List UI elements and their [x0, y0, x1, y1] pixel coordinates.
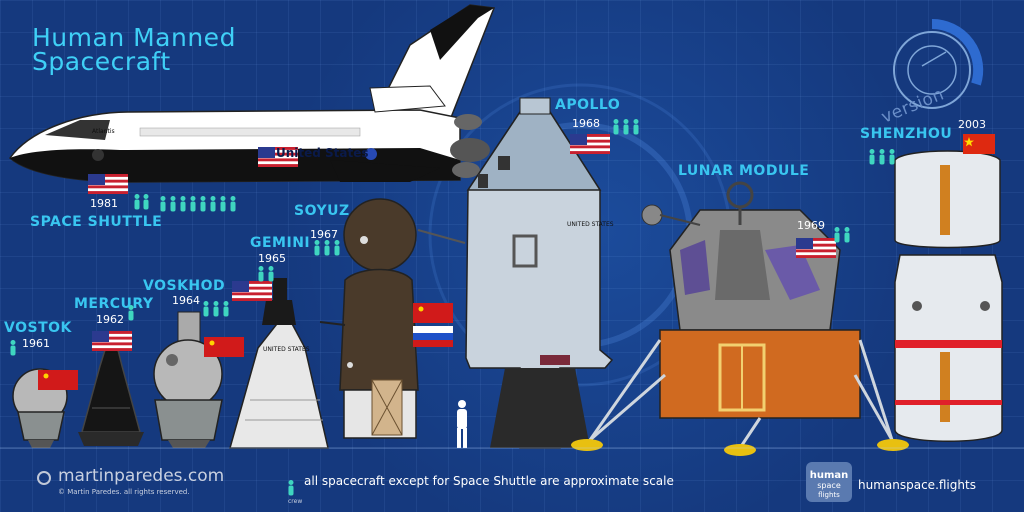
svg-text:human: human: [810, 470, 849, 481]
voskhod-icon: [153, 311, 244, 448]
human-space-flights-logo: human space flights: [806, 462, 852, 502]
soyuz-icon: [319, 198, 466, 439]
gemini-flag-icon: [232, 281, 272, 301]
martinparedes-logo-icon: [37, 471, 51, 485]
voskhod-flag-icon: [204, 337, 244, 357]
mercury-name: MERCURY: [74, 296, 154, 312]
soyuz-year: 1967: [310, 228, 338, 241]
gemini-hull-text: UNITED STATES: [263, 346, 310, 353]
lunar-module-icon: [571, 181, 909, 456]
lunar-year: 1969: [797, 219, 825, 232]
mercury-flag-icon: [92, 331, 132, 351]
soyuz-russia-flag-icon: [413, 326, 453, 347]
apollo-icon: [465, 97, 614, 449]
vostok-icon: [12, 368, 78, 448]
shuttle-name: SPACE SHUTTLE: [30, 214, 163, 230]
version-badge-icon: [893, 18, 984, 109]
gemini-icon: [229, 278, 329, 449]
footer-partner-site: humanspace.flights: [858, 478, 976, 492]
astronaut-scale-icon: [457, 400, 467, 448]
soyuz-ussr-flag-icon: [413, 303, 453, 323]
svg-text:space: space: [817, 481, 841, 490]
shenzhou-icon: [894, 134, 1003, 442]
footer-site: martinparedes.com: [58, 466, 225, 486]
lunar-name: LUNAR MODULE: [678, 163, 810, 179]
apollo-name: APOLLO: [555, 97, 621, 113]
mercury-icon: [78, 331, 144, 446]
space-shuttle-icon: [8, 4, 496, 183]
shenzhou-year: 2003: [958, 118, 986, 131]
lunar-flag-icon: [796, 238, 836, 258]
voskhod-name: VOSKHOD: [143, 278, 226, 294]
title-line-1: Human Manned: [32, 23, 236, 52]
vostok-name: VOSTOK: [4, 320, 72, 336]
gemini-year: 1965: [258, 252, 286, 265]
shuttle-year: 1981: [90, 197, 118, 210]
page-title: Human Manned Spacecraft: [32, 23, 236, 76]
shuttle-flag-icon: [88, 174, 128, 194]
voskhod-year: 1964: [172, 294, 200, 307]
vostok-flag-icon: [38, 370, 78, 390]
footer-scale-note: all spacecraft except for Space Shuttle …: [304, 474, 674, 488]
apollo-year: 1968: [572, 117, 600, 130]
soyuz-name: SOYUZ: [294, 203, 350, 219]
shenzhou-name: SHENZHOU: [860, 126, 953, 142]
vostok-year: 1961: [22, 337, 50, 350]
mercury-year: 1962: [96, 313, 124, 326]
shuttle-hull-text: United States: [276, 146, 369, 160]
footer-copyright: © Martin Paredes. all rights reserved.: [58, 488, 190, 496]
crew-legend-label: crew: [288, 498, 303, 505]
shenzhou-flag-icon: [963, 134, 995, 154]
apollo-flag-icon: [570, 134, 610, 154]
shuttle-nose-text: Atlantis: [92, 128, 115, 135]
title-line-2: Spacecraft: [32, 47, 171, 76]
svg-text:flights: flights: [818, 491, 840, 499]
gemini-name: GEMINI: [250, 235, 311, 251]
apollo-hull-text: UNITED STATES: [567, 221, 614, 228]
